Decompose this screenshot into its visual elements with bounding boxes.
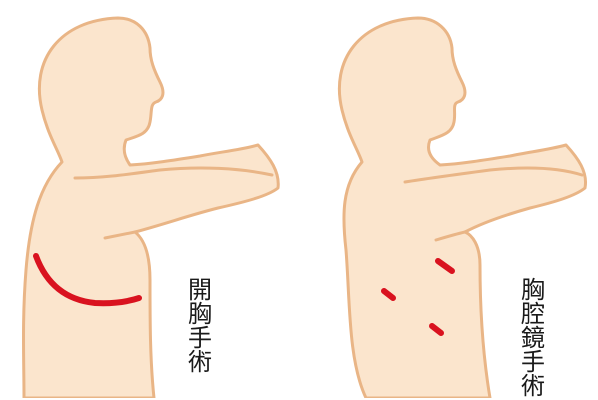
figure-body-left <box>24 18 279 398</box>
figure-thoracoscopic-surgery <box>339 18 585 398</box>
label-open-chest-surgery: 開 胸 手 術 <box>187 278 213 374</box>
label-char: 手 <box>520 350 546 374</box>
label-char: 鏡 <box>520 326 546 350</box>
label-char: 胸 <box>520 278 546 302</box>
label-char: 腔 <box>520 302 546 326</box>
label-char: 術 <box>187 350 213 374</box>
label-char: 手 <box>187 326 213 350</box>
figure-open-surgery <box>24 18 279 398</box>
label-char: 術 <box>520 374 546 398</box>
label-char: 開 <box>187 278 213 302</box>
label-char: 胸 <box>187 302 213 326</box>
figure-body-right <box>339 18 585 398</box>
label-thoracoscopic-surgery: 胸 腔 鏡 手 術 <box>520 278 546 398</box>
